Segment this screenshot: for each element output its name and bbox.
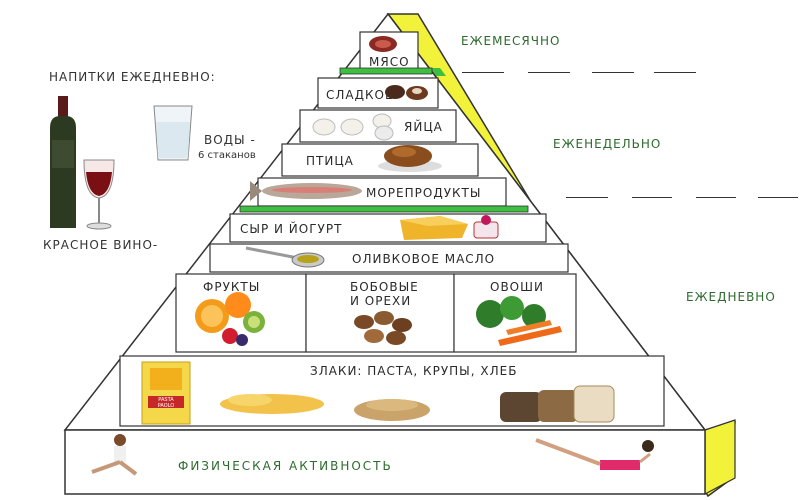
weekly-guide-line	[632, 197, 672, 198]
band-weekly	[239, 205, 529, 213]
weekly-guide-line	[758, 197, 798, 198]
olive-oil-spoon-icon	[245, 246, 325, 268]
tier-vegetables-label: ОВОШИ	[490, 280, 544, 294]
frequency-daily-label: ЕЖЕДНЕВНО	[686, 290, 776, 304]
tier-poultry-label: ПТИЦА	[306, 154, 354, 168]
woman-exercising-icon	[91, 434, 138, 476]
cheese-icon	[400, 216, 468, 240]
bread-icon	[500, 385, 615, 423]
tier-cheese-label: СЫР И ЙОГУРТ	[240, 221, 342, 236]
tier-eggs-label: ЯЙЦА	[404, 119, 443, 134]
vegetables-icon	[476, 296, 562, 346]
frequency-monthly-label: ЕЖЕМЕСЯЧНО	[461, 34, 561, 48]
candy-icon	[385, 85, 428, 100]
tier-poultry-box	[281, 143, 479, 177]
grains-icon	[354, 399, 430, 421]
pasta-icon: PASTA PAOLO	[141, 361, 324, 425]
pasta-brand-line2: PAOLO	[158, 403, 175, 409]
fruits-icon	[195, 292, 265, 346]
wine-glass-icon	[83, 159, 115, 230]
tier-legumes-label-1: БОБОВЫЕ	[350, 280, 419, 294]
roast-chicken-icon	[378, 145, 442, 172]
eggs-icon	[312, 113, 394, 141]
woman-exercising-icon	[535, 438, 654, 470]
tier-oil-box	[209, 243, 569, 273]
tier-seafood-label: МОРЕПРОДУКТЫ	[366, 186, 481, 200]
wine-bottle-icon	[50, 96, 76, 228]
tier-meat-label: МЯСО	[369, 55, 410, 69]
tier-fruits-label: ФРУКТЫ	[203, 280, 260, 294]
frequency-weekly-label: ЕЖЕНЕДЕЛЬНО	[553, 137, 662, 151]
tier-sweets-label: СЛАДКОЕ	[326, 88, 394, 102]
red-wine-label: КРАСНОЕ ВИНО-	[43, 238, 159, 252]
tier-grains-label: ЗЛАКИ: ПАСТА, КРУПЫ, ХЛЕБ	[310, 364, 517, 378]
weekly-guide-line	[566, 197, 608, 198]
water-amount: 6 стаканов	[198, 150, 256, 161]
tier-legumes-label-2: И ОРЕХИ	[350, 294, 411, 308]
monthly-guide-line	[592, 72, 634, 73]
weekly-guide-line	[696, 197, 736, 198]
water-glass-icon	[153, 105, 193, 161]
monthly-guide-line	[528, 72, 570, 73]
yogurt-icon	[473, 215, 499, 239]
base-block-side	[704, 419, 736, 495]
base-activity-label: ФИЗИЧЕСКАЯ АКТИВНОСТЬ	[178, 459, 393, 473]
band-monthly	[339, 67, 433, 75]
nuts-icon	[354, 311, 412, 345]
fish-icon	[250, 181, 362, 201]
monthly-guide-line	[654, 72, 696, 73]
water-label: ВОДЫ -	[204, 133, 256, 147]
steak-icon	[369, 36, 397, 52]
monthly-guide-line	[462, 72, 504, 73]
drinks-title: НАПИТКИ ЕЖЕДНЕВНО:	[49, 70, 216, 84]
tier-oil-label: ОЛИВКОВОЕ МАСЛО	[352, 252, 495, 266]
side-band-monthly	[430, 68, 446, 76]
pasta-brand-line1: PASTA	[158, 397, 174, 403]
